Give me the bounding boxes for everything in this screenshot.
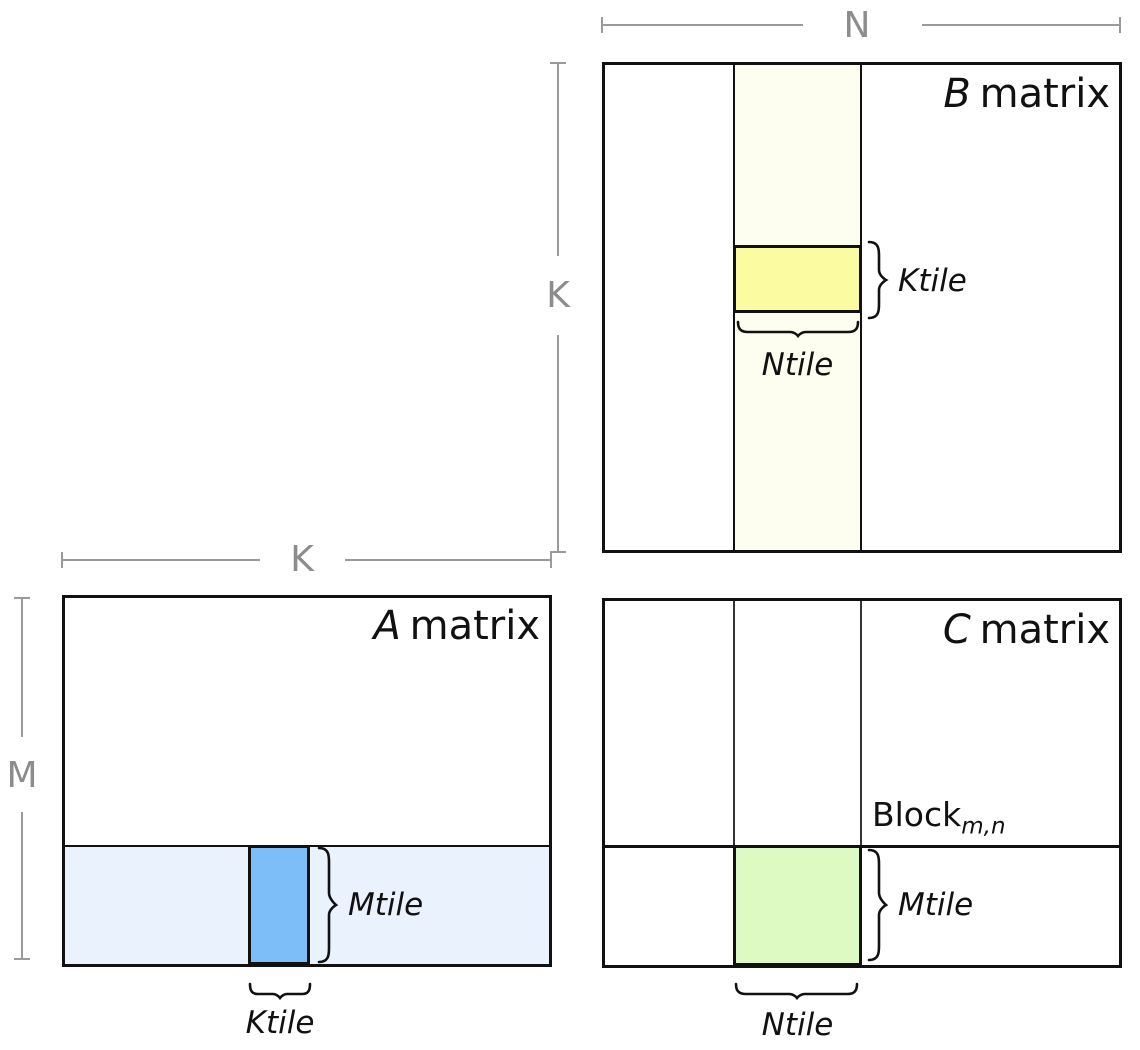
- c-strip-line-right: [860, 601, 862, 845]
- m-tick-bottom: [14, 958, 30, 960]
- a-matrix-letter: A: [373, 603, 401, 649]
- a-ktile-brace-icon: [248, 982, 312, 1001]
- k-h-line-left: [63, 559, 260, 561]
- m-line-bottom: [21, 812, 23, 958]
- c-matrix-word: matrix: [979, 607, 1110, 653]
- m-tick-top: [14, 597, 30, 599]
- k-v-line-top: [557, 64, 559, 256]
- c-block-subscript: m,n: [961, 813, 1006, 840]
- k-v-tick-top: [550, 62, 566, 64]
- c-ntile-brace-icon: [734, 982, 859, 1001]
- a-mtile-ktile-tile: [248, 845, 310, 965]
- c-strip-line-left: [733, 601, 735, 845]
- a-matrix-word: matrix: [409, 603, 540, 649]
- c-block-word: Block: [872, 795, 962, 834]
- k-horizontal-label: K: [290, 539, 314, 580]
- k-h-tick-right: [550, 552, 552, 568]
- b-ktile-label: Ktile: [898, 263, 967, 299]
- k-v-tick-bottom: [550, 551, 566, 553]
- n-tick-right: [1119, 17, 1121, 33]
- b-matrix-letter: B: [943, 71, 971, 117]
- b-ktile-brace-icon: [867, 240, 889, 320]
- c-ntile-label: Ntile: [761, 1007, 834, 1043]
- c-mtile-label: Mtile: [898, 887, 974, 923]
- c-matrix-letter: C: [942, 607, 971, 653]
- b-ntile-label: Ntile: [761, 347, 834, 383]
- c-matrix: [602, 598, 1122, 968]
- n-line-right: [922, 24, 1120, 26]
- a-mtile-label: Mtile: [348, 887, 424, 923]
- m-dimension-label: M: [6, 755, 38, 796]
- a-ktile-label: Ktile: [245, 1005, 315, 1041]
- b-ntile-brace-icon: [736, 320, 860, 339]
- c-block-label: Blockm,n: [872, 798, 1006, 839]
- k-v-line-bottom: [557, 335, 559, 551]
- k-h-tick-left: [61, 552, 63, 568]
- n-tick-left: [601, 17, 603, 33]
- k-h-line-right: [345, 559, 551, 561]
- n-line-left: [603, 24, 803, 26]
- b-ktile-ntile-tile: [733, 245, 862, 313]
- n-dimension-label: N: [843, 5, 871, 46]
- c-mtile-ntile-tile: [733, 845, 862, 966]
- m-line-top: [21, 599, 23, 737]
- b-matrix-word: matrix: [979, 71, 1110, 117]
- k-vertical-label: K: [546, 275, 570, 316]
- a-mtile-brace-icon: [317, 846, 339, 964]
- b-matrix: [602, 62, 1122, 553]
- c-mtile-brace-icon: [867, 848, 889, 962]
- c-row-divider: [605, 845, 1119, 848]
